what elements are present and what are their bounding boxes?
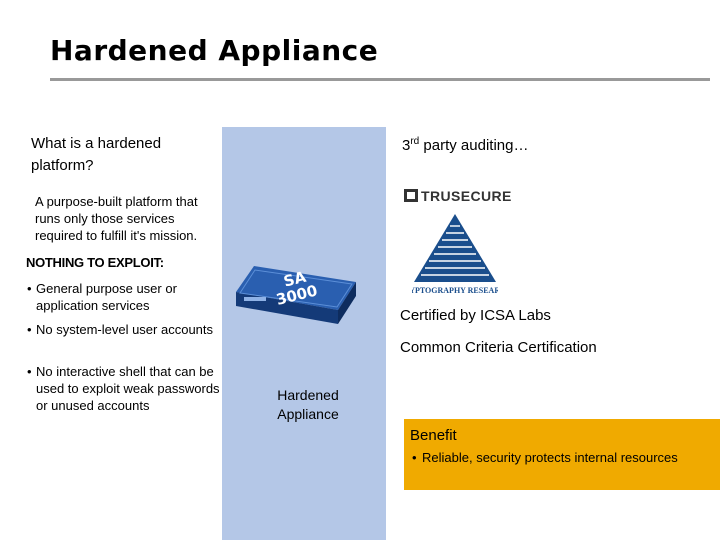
trusecure-logo-icon: TRUSECURE bbox=[404, 188, 512, 204]
left-bullet-item: • No interactive shell that can be used … bbox=[27, 363, 227, 414]
audit-superscript: rd bbox=[410, 136, 420, 147]
slide-title: Hardened Appliance bbox=[50, 34, 379, 67]
bullet-dot: • bbox=[27, 364, 32, 379]
bullet-dot: • bbox=[412, 450, 417, 465]
cryptography-research-logo-text: CRYPTOGRAPHY RESEARCH bbox=[412, 286, 498, 295]
title-divider bbox=[50, 78, 710, 81]
common-criteria-certification: Common Criteria Certification bbox=[400, 339, 597, 356]
appliance-device-icon: SA 3000 bbox=[236, 266, 356, 324]
benefit-title: Benefit bbox=[410, 427, 457, 444]
nothing-to-exploit-heading: NOTHING TO EXPLOIT: bbox=[26, 255, 164, 270]
icsa-certification: Certified by ICSA Labs bbox=[400, 307, 551, 324]
benefit-bullet-item: • Reliable, security protects internal r… bbox=[412, 448, 712, 468]
bullet-dot: • bbox=[27, 322, 32, 337]
benefit-text: Reliable, security protects internal res… bbox=[422, 450, 678, 465]
center-panel bbox=[222, 127, 386, 540]
hardened-appliance-label: Hardened Appliance bbox=[277, 387, 339, 422]
bullet-dot: • bbox=[27, 281, 32, 296]
left-bullet-text: General purpose user or application serv… bbox=[36, 281, 177, 313]
trusecure-logo-text: TRUSECURE bbox=[421, 188, 512, 204]
audit-suffix: party auditing… bbox=[419, 137, 529, 154]
left-bullet-text: No interactive shell that can be used to… bbox=[36, 364, 220, 413]
third-party-auditing-heading: 3rd party auditing… bbox=[402, 136, 528, 154]
cryptography-research-logo-icon: CRYPTOGRAPHY RESEARCH bbox=[412, 214, 498, 295]
benefit-box bbox=[404, 419, 720, 490]
audit-prefix: 3 bbox=[402, 137, 411, 154]
left-bullet-text: No system-level user accounts bbox=[36, 322, 214, 337]
hardened-platform-question: What is a hardened platform? bbox=[31, 135, 162, 174]
left-bullet-item: • No system-level user accounts bbox=[27, 321, 227, 338]
left-bullet-item: • General purpose user or application se… bbox=[27, 280, 227, 314]
hardened-platform-description: A purpose-built platform that runs only … bbox=[35, 194, 198, 243]
device-badge-line1: SA bbox=[282, 268, 308, 291]
